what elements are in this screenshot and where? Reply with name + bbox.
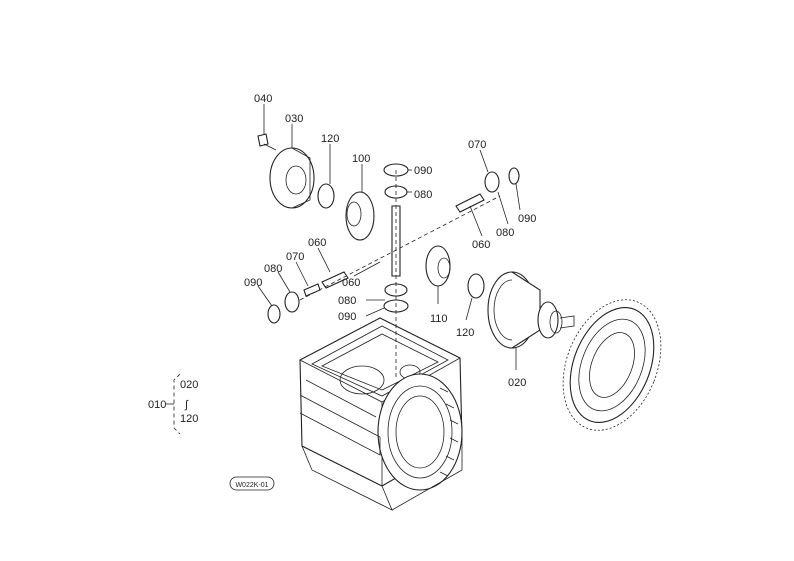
label-040: 040 [254, 93, 272, 105]
label-060: 060 [472, 239, 490, 251]
bolt [257, 133, 277, 151]
label-090: 090 [518, 213, 536, 225]
side-gear-right [425, 245, 451, 287]
label-090: 090 [414, 165, 432, 177]
label-110: 110 [430, 313, 448, 325]
label-070: 070 [468, 139, 486, 151]
drawing-number-stamp: W022K-01 [229, 476, 275, 491]
label-020: 020 [508, 377, 526, 389]
label-080: 080 [496, 227, 514, 239]
side-gear-left [345, 191, 375, 241]
legend-assembly-number: 010 [148, 399, 166, 411]
label-080: 080 [264, 263, 282, 275]
differential-case [487, 271, 575, 349]
label-030: 030 [285, 113, 303, 125]
legend-from-number: 020 [180, 379, 198, 391]
label-080: 080 [414, 189, 432, 201]
pinion-gear-right [484, 171, 500, 193]
label-060: 060 [308, 237, 326, 249]
pinion-pin-left [303, 283, 321, 297]
pinion-shaft-right [455, 193, 485, 213]
label-080: 080 [338, 295, 356, 307]
thrust-washer-left [267, 304, 281, 324]
label-090: 090 [338, 311, 356, 323]
label-120: 120 [321, 133, 339, 145]
label-120: 120 [456, 327, 474, 339]
shim-ring-upper [317, 183, 335, 209]
pinion-shaft-left [321, 271, 349, 289]
shim-ring-lower [467, 273, 485, 299]
legend-range-symbol: ∫ [184, 399, 189, 411]
assembly-legend: 010 020 ∫ 120 [148, 373, 198, 435]
side-cover [269, 147, 315, 209]
pinion-gear-left [284, 291, 300, 313]
assembly-axis-horizontal [299, 195, 501, 301]
differential-housing [299, 317, 463, 511]
leader-lines [257, 104, 521, 370]
label-070: 070 [286, 251, 304, 263]
label-090: 090 [244, 277, 262, 289]
label-060: 060 [342, 277, 360, 289]
stamp-text: W022K-01 [235, 482, 268, 489]
legend-to-number: 120 [180, 413, 198, 425]
label-100: 100 [352, 153, 370, 165]
thrust-washer-right [508, 167, 520, 185]
ring-gear [562, 299, 662, 431]
